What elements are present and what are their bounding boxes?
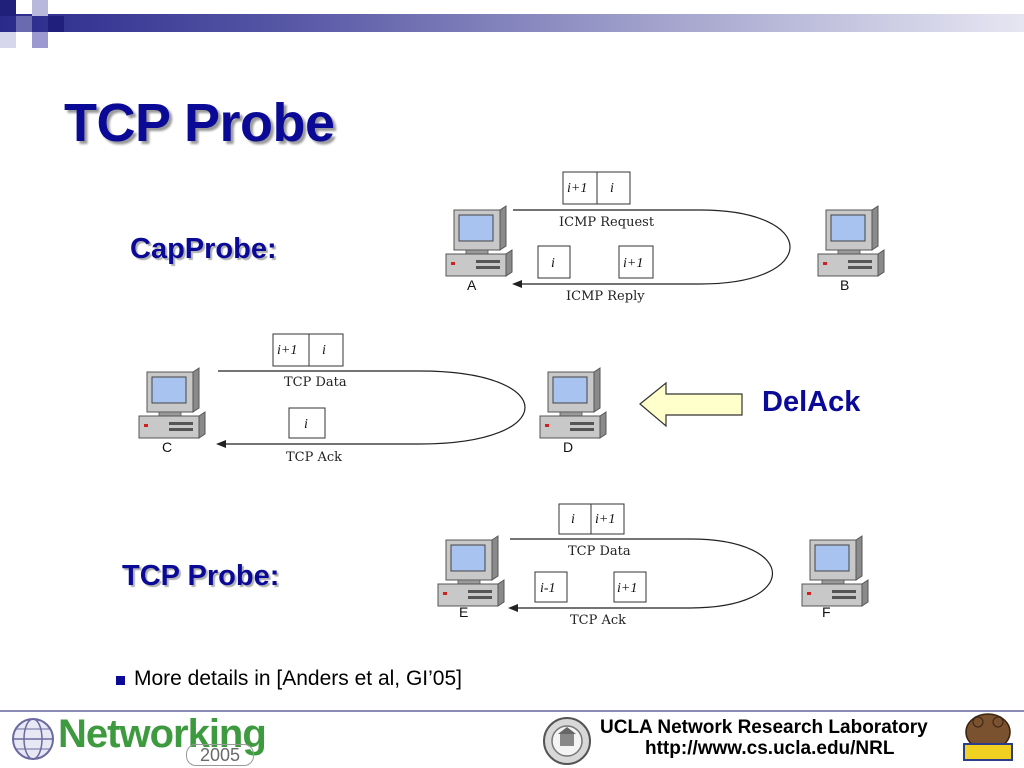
networking-year: 2005: [199, 745, 241, 765]
packet: i: [322, 343, 326, 358]
computer-e-icon: [437, 535, 505, 607]
bullet-text: More details in [Anders et al, GI’05]: [134, 667, 462, 690]
diagram-ef: E F i i+1 TCP Data i-1 i+1 TCP Ack: [437, 503, 869, 628]
deco-square: [0, 0, 16, 16]
diagram-cd: C D i+1 i TCP Data i TCP Ack: [138, 333, 607, 465]
capprobe-label: CapProbe:: [130, 233, 277, 265]
tcp-data-label: TCP Data: [568, 544, 631, 559]
diagram-ab: A B i+1 i ICMP Request i i+1 ICMP Reply: [445, 171, 885, 304]
node-d: D: [563, 439, 573, 455]
node-a: A: [467, 277, 477, 293]
lab-name: UCLA Network Research Laboratory: [600, 717, 928, 738]
computer-a-icon: [445, 205, 513, 277]
tcp-data-label: TCP Data: [284, 375, 347, 390]
bruin-logo-icon: [963, 713, 1013, 761]
computer-f-icon: [801, 535, 869, 607]
top-gradient-bar: [0, 14, 1024, 32]
packet: i+1: [595, 512, 615, 527]
packet: i-1: [540, 581, 556, 596]
tcpprobe-label: TCP Probe:: [122, 560, 280, 592]
deco-square: [16, 16, 32, 32]
packet: i: [571, 512, 575, 527]
computer-d-icon: [539, 367, 607, 439]
icmp-request-label: ICMP Request: [559, 215, 655, 230]
node-e: E: [459, 604, 468, 620]
packet: i: [551, 256, 555, 271]
packet: i+1: [277, 343, 297, 358]
node-c: C: [162, 439, 172, 455]
page-title: TCP Probe: [64, 93, 335, 153]
icmp-reply-label: ICMP Reply: [566, 289, 645, 304]
computer-b-icon: [817, 205, 885, 277]
packet: i: [304, 417, 308, 432]
packet: i+1: [567, 181, 587, 196]
deco-square: [0, 32, 16, 48]
deco-square: [48, 16, 64, 32]
tcp-ack-label: TCP Ack: [286, 450, 342, 465]
packet: i+1: [617, 581, 637, 596]
delack-label: DelAck: [762, 386, 861, 418]
bullet-marker: [116, 676, 125, 685]
tcp-ack-label: TCP Ack: [570, 613, 626, 628]
university-seal-icon: [543, 717, 591, 765]
probe-diagrams: A B i+1 i ICMP Request i i+1 ICMP Reply …: [138, 171, 885, 628]
packet: i+1: [623, 256, 643, 271]
globe-icon: [12, 718, 54, 760]
deco-square: [32, 32, 48, 48]
deco-square: [32, 0, 48, 16]
networking-logo: Networking: [58, 712, 267, 756]
computer-c-icon: [138, 367, 206, 439]
year-badge: 2005: [186, 744, 254, 766]
packet: i: [610, 181, 614, 196]
lab-url: http://www.cs.ucla.edu/NRL: [645, 738, 895, 759]
node-b: B: [840, 277, 849, 293]
node-f: F: [822, 604, 831, 620]
footer-divider: [0, 710, 1024, 712]
delack-arrow-icon: [639, 381, 743, 428]
